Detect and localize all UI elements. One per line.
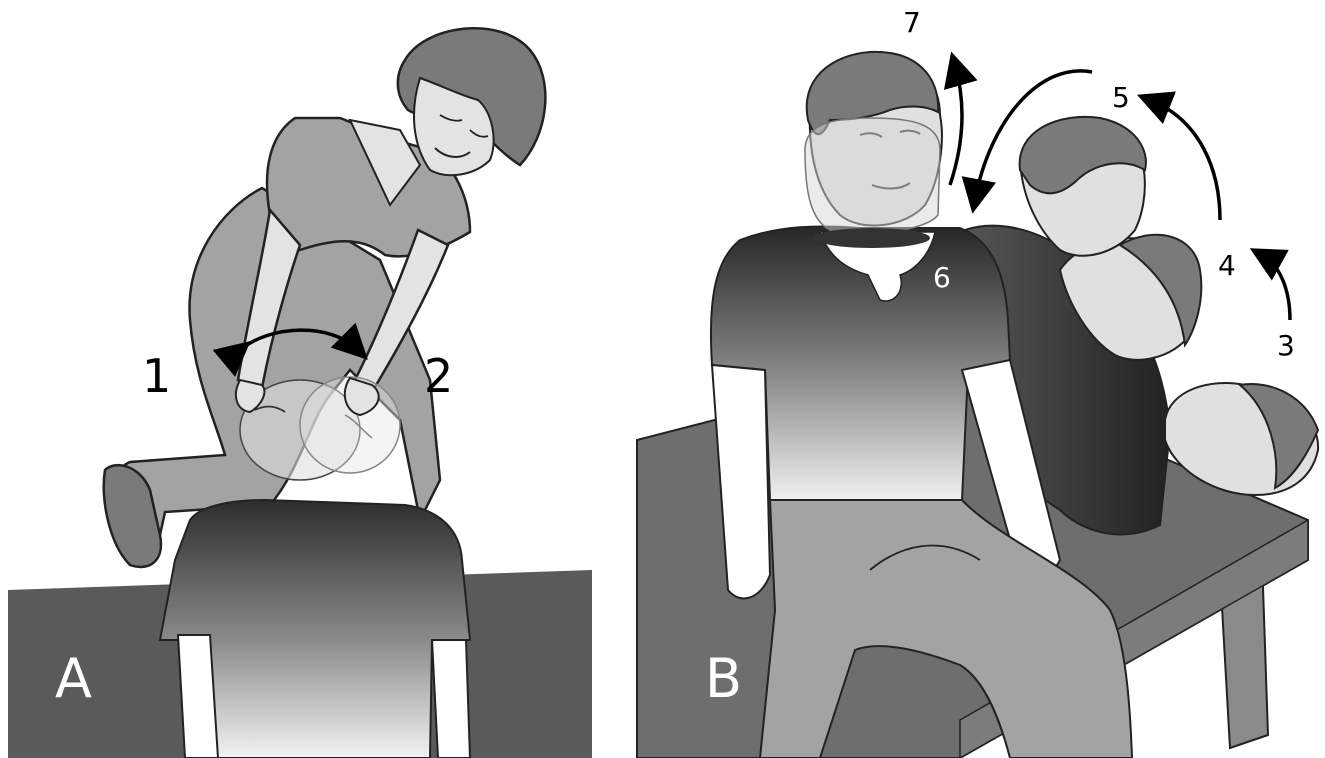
step-label-4: 4: [1218, 249, 1236, 282]
step-label-5: 5: [1112, 81, 1130, 114]
panel-a-label: A: [55, 647, 92, 710]
panel-b-label: B: [705, 647, 742, 710]
step-label-6: 6: [933, 261, 951, 294]
step-label-2: 2: [424, 349, 453, 403]
arrow-6-to-7: [950, 65, 962, 185]
arrow-4-to-5: [1150, 100, 1220, 220]
arrow-3-to-4: [1262, 255, 1290, 320]
step-label-3: 3: [1277, 329, 1295, 362]
patient-right-arm: [432, 640, 470, 758]
panel-a: 1 2 A: [8, 28, 592, 758]
step-label-1: 1: [142, 349, 171, 403]
patient-left-arm: [178, 635, 218, 758]
step-label-7: 7: [903, 6, 921, 39]
panel-b: 7 5 4 3 6 B: [637, 6, 1318, 758]
